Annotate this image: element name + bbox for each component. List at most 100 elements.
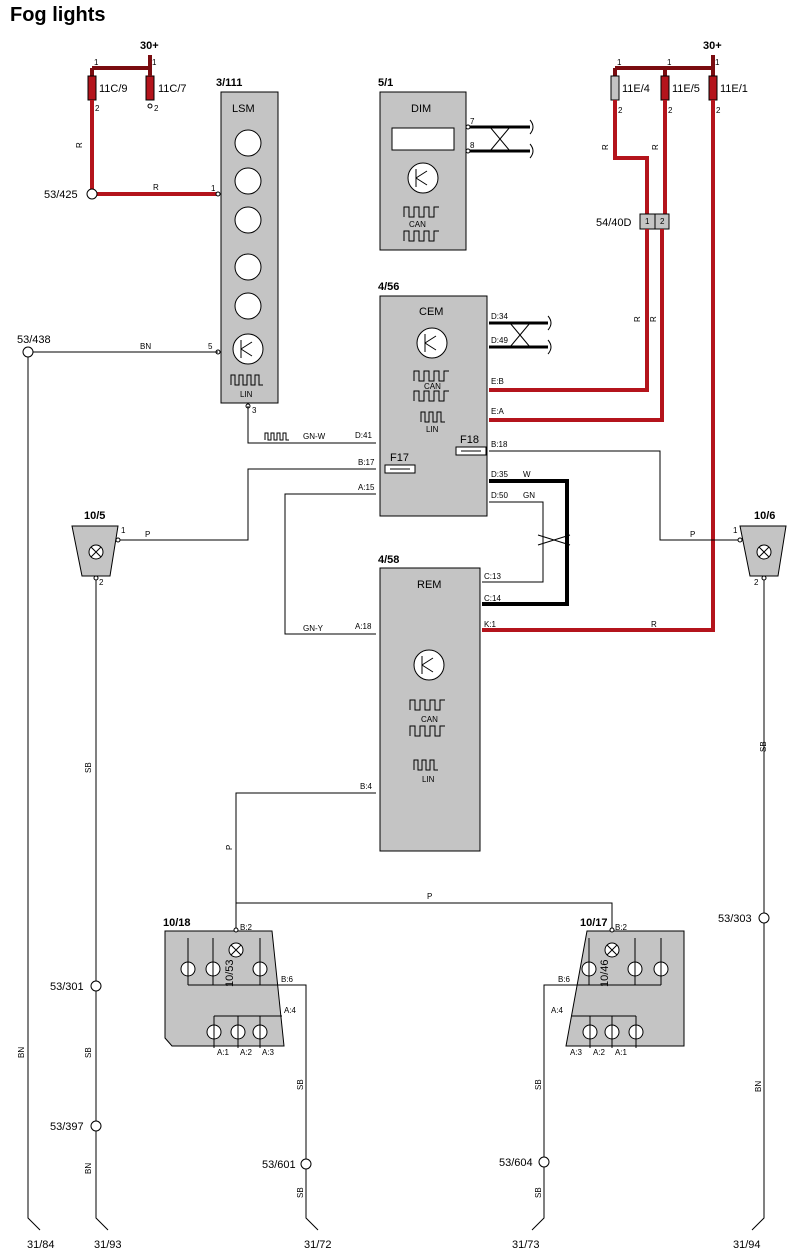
splice-438-icon [22, 346, 34, 358]
pin-label: 2 [754, 578, 759, 587]
wire-color-label: W [523, 470, 531, 479]
pin-label: A:4 [284, 1006, 297, 1015]
pin-label: 1 [617, 58, 622, 67]
rem-lin: LIN [422, 775, 435, 784]
lamp-10-53-label: 10/53 [224, 959, 236, 987]
fuse-11e1-icon [708, 75, 718, 101]
pin-label: A:4 [551, 1006, 564, 1015]
pin-label: 2 [95, 104, 100, 113]
pin-label: B:2 [240, 923, 253, 932]
pin-label: B:4 [360, 782, 373, 791]
lin-signal-icon [413, 759, 438, 771]
pin-label: 2 [660, 217, 665, 226]
lamp-10-5-label: 10/5 [84, 510, 105, 522]
pin-label: A:3 [570, 1048, 583, 1057]
pin-label: 8 [470, 141, 475, 150]
dim-module: 5/1 DIM CAN 7 8 [378, 77, 534, 251]
fuse-f18-label: F18 [460, 434, 479, 446]
ground-94-label: 31/94 [733, 1239, 761, 1251]
beam-icon [234, 206, 262, 234]
wire-color-label: R [651, 144, 660, 150]
splice-301-icon [90, 980, 102, 992]
pin-label: 7 [470, 117, 475, 126]
pin-label: A:1 [217, 1048, 230, 1057]
wire-color-label: P [690, 530, 695, 539]
fuse-11c7-label: 11C/7 [158, 83, 187, 95]
pin-label: B:6 [558, 975, 571, 984]
ground-93-label: 31/93 [94, 1239, 122, 1251]
cem-can: CAN [424, 382, 441, 391]
rem-name: REM [417, 579, 441, 591]
wire-color-label: GN-W [303, 432, 326, 441]
pin-label: 1 [121, 526, 126, 535]
pin-label: A:15 [358, 483, 375, 492]
wire-color-label: P [145, 530, 150, 539]
splice-438-label: 53/438 [17, 334, 51, 346]
splice-303-label: 53/303 [718, 913, 752, 925]
pin-label: D:34 [491, 312, 508, 321]
pin-label: A:2 [240, 1048, 253, 1057]
connector-label: 54/40D [596, 217, 632, 229]
wire-color-label: SB [759, 741, 768, 752]
lamp-10-17-label: 10/17 [580, 917, 608, 929]
pin-label: K:1 [484, 620, 497, 629]
splice-604-icon [538, 1156, 550, 1168]
supply-30-left: 30+ [140, 40, 159, 52]
fuse-11e5-icon [660, 75, 670, 101]
lamp-10-18-label: 10/18 [163, 917, 191, 929]
splice-397-label: 53/397 [50, 1121, 84, 1133]
rem-can: CAN [421, 715, 438, 724]
fog-lamp-10-5: 10/5 1 2 P SB [71, 468, 376, 1214]
pin-label: 2 [716, 106, 721, 115]
pin-label: B:17 [358, 458, 375, 467]
dim-name: DIM [411, 103, 431, 115]
wire-color-label: BN [140, 342, 151, 351]
rem-id: 4/58 [378, 554, 399, 566]
pin-label: B:18 [491, 440, 508, 449]
ground-72-label: 31/72 [304, 1239, 332, 1251]
transistor-icon [232, 333, 264, 365]
splice-601-icon [300, 1158, 312, 1170]
cem-module: 4/56 CEM CAN LIN D:34 D:49 E:B E:A B:18 … [355, 281, 552, 517]
cem-lin: LIN [426, 425, 439, 434]
pin-label: A:2 [593, 1048, 606, 1057]
left-fuse-group: 30+ 11C/9 11C/7 1 1 2 2 R R 53/425 [44, 40, 218, 201]
pin-label: 1 [152, 58, 157, 67]
fuse-11c9-label: 11C/9 [99, 83, 128, 95]
ground-73-label: 31/73 [512, 1239, 540, 1251]
pin-label: A:3 [262, 1048, 275, 1057]
pin-label: A:18 [355, 622, 372, 631]
pin-label: 2 [154, 104, 159, 113]
fog-lamp-10-6: 10/6 1 2 SB 53/303 BN [718, 510, 787, 1214]
wire-color-label: P [225, 845, 234, 850]
light-switch-icon [234, 129, 262, 157]
splice-601-label: 53/601 [262, 1159, 296, 1171]
pin-label: 1 [94, 58, 99, 67]
wire-color-label: SB [84, 762, 93, 773]
rear-fog-icon [234, 292, 262, 320]
ground-points: 31/84 31/93 31/72 31/73 31/94 [27, 1214, 765, 1251]
fuse-f17-label: F17 [390, 452, 409, 464]
pin-label: E:B [491, 377, 504, 386]
splice-425-icon [86, 188, 98, 200]
diagram-title: Fog lights [10, 4, 106, 26]
can-signal-icon [413, 370, 449, 382]
splice-604-label: 53/604 [499, 1157, 533, 1169]
dim-can: CAN [409, 220, 426, 229]
splice-397-icon [90, 1120, 102, 1132]
pin-label: 1 [667, 58, 672, 67]
lin-signal-icon [230, 374, 263, 386]
pin-label: 2 [668, 106, 673, 115]
lsm-name: LSM [232, 103, 255, 115]
wire-color-label: R [153, 183, 159, 192]
rem-module: 4/58 REM CAN LIN C:13 C:14 K:1 A:18 B:4 [355, 554, 501, 852]
wire-color-label: R [601, 144, 610, 150]
splice-303-icon [758, 912, 770, 924]
pin-label: D:35 [491, 470, 508, 479]
instrument-cluster-icon [391, 127, 455, 151]
front-fog-icon [234, 253, 262, 281]
pin-label: E:A [491, 407, 505, 416]
dim-id: 5/1 [378, 77, 393, 89]
pin-label: 3 [252, 406, 257, 415]
